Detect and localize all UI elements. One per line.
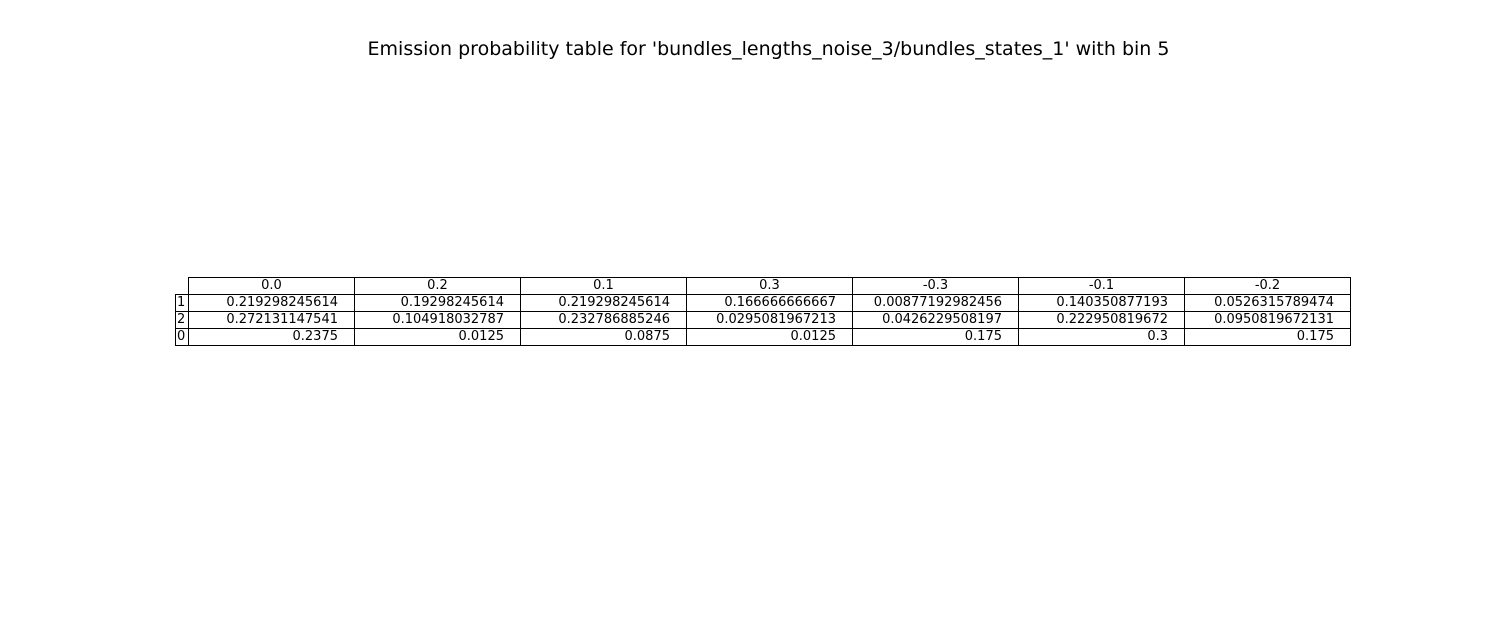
table-cell: 0.104918032787: [354, 311, 521, 329]
table-cell: 0.19298245614: [354, 294, 521, 312]
chart-title: Emission probability table for 'bundles_…: [367, 38, 1170, 60]
table-cell: 0.140350877193: [1018, 294, 1185, 312]
table-cell: 0.0526315789474: [1184, 294, 1351, 312]
table-cell: 0.0295081967213: [686, 311, 853, 329]
table-cell: 0.00877192982456: [852, 294, 1019, 312]
column-header: -0.2: [1184, 277, 1351, 295]
table-cell: 0.219298245614: [188, 294, 355, 312]
table-cell: 0.0875: [520, 328, 687, 346]
column-header: 0.2: [354, 277, 521, 295]
table-cell: 0.175: [1184, 328, 1351, 346]
column-header: -0.3: [852, 277, 1019, 295]
table-cell: 0.166666666667: [686, 294, 853, 312]
table-cell: 0.272131147541: [188, 311, 355, 329]
table-cell: 0.175: [852, 328, 1019, 346]
table-cell: 0.232786885246: [520, 311, 687, 329]
table-cell: 0.0950819672131: [1184, 311, 1351, 329]
row-header: 0: [175, 328, 189, 346]
table-cell: 0.222950819672: [1018, 311, 1185, 329]
column-header: 0.1: [520, 277, 687, 295]
table-cell: 0.0125: [686, 328, 853, 346]
table-cell: 0.0125: [354, 328, 521, 346]
table-cell: 0.2375: [188, 328, 355, 346]
table-cell: 0.219298245614: [520, 294, 687, 312]
table-cell: 0.3: [1018, 328, 1185, 346]
column-header: 0.0: [188, 277, 355, 295]
column-header: -0.1: [1018, 277, 1185, 295]
table-cell: 0.0426229508197: [852, 311, 1019, 329]
row-header: 2: [175, 311, 189, 329]
column-header: 0.3: [686, 277, 853, 295]
row-header: 1: [175, 294, 189, 312]
